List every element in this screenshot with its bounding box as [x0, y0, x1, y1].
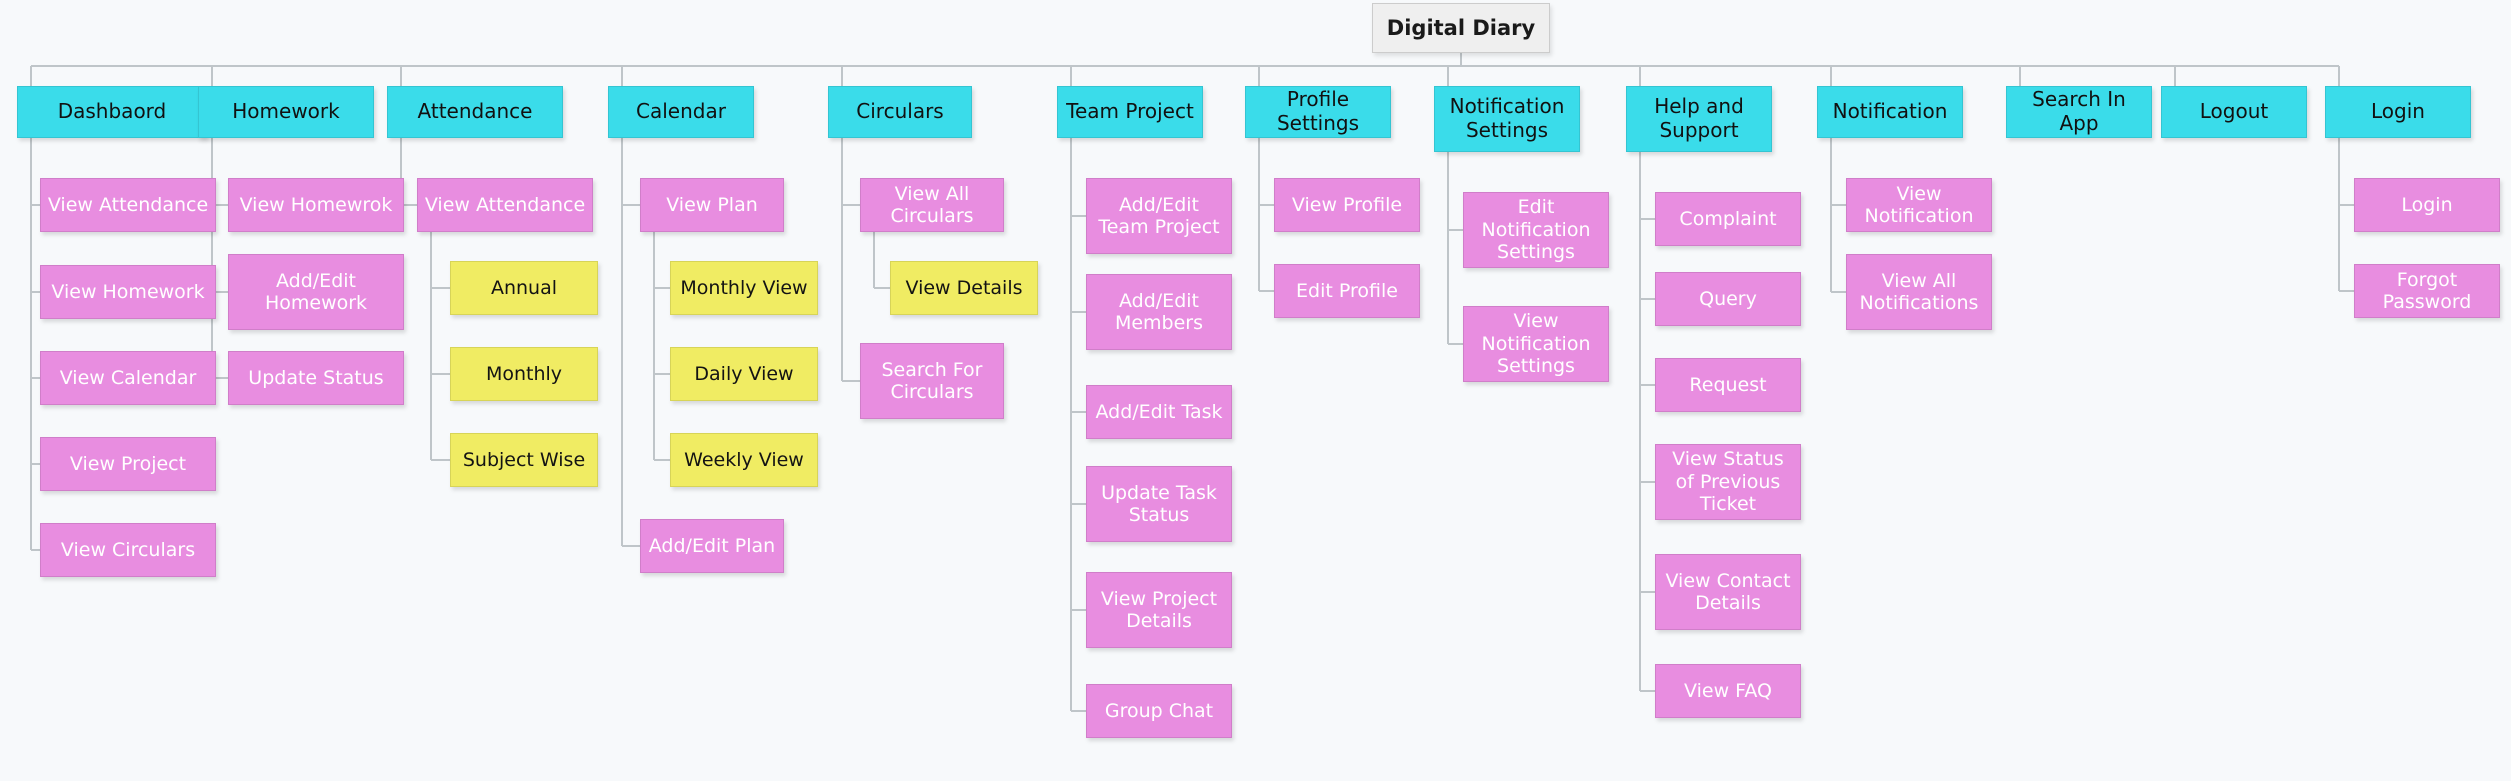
page-node-view-attendance[interactable]: View Attendance	[40, 178, 216, 232]
page-node-update-task-status[interactable]: Update Task Status	[1086, 466, 1232, 542]
page-node-view-project[interactable]: View Project	[40, 437, 216, 491]
page-node-view-attendance[interactable]: View Attendance	[417, 178, 593, 232]
page-node-request[interactable]: Request	[1655, 358, 1801, 412]
page-node-add-edit-homework[interactable]: Add/Edit Homework	[228, 254, 404, 330]
section-node-notification-settings[interactable]: Notification Settings	[1434, 86, 1580, 152]
page-node-search-for-circulars[interactable]: Search For Circulars	[860, 343, 1004, 419]
option-node-monthly-view[interactable]: Monthly View	[670, 261, 818, 315]
section-node-search-in-app[interactable]: Search In App	[2006, 86, 2152, 138]
page-node-view-project-details[interactable]: View Project Details	[1086, 572, 1232, 648]
page-node-query[interactable]: Query	[1655, 272, 1801, 326]
page-node-edit-notification-settings[interactable]: Edit Notification Settings	[1463, 192, 1609, 268]
section-node-team-project[interactable]: Team Project	[1057, 86, 1203, 138]
page-node-view-circulars[interactable]: View Circulars	[40, 523, 216, 577]
page-node-view-status-of-previous-ticket[interactable]: View Status of Previous Ticket	[1655, 444, 1801, 520]
page-node-view-all-notifications[interactable]: View All Notifications	[1846, 254, 1992, 330]
option-node-subject-wise[interactable]: Subject Wise	[450, 433, 598, 487]
option-node-view-details[interactable]: View Details	[890, 261, 1038, 315]
page-node-view-all-circulars[interactable]: View All Circulars	[860, 178, 1004, 232]
page-node-update-status[interactable]: Update Status	[228, 351, 404, 405]
section-node-login[interactable]: Login	[2325, 86, 2471, 138]
page-node-view-notification-settings[interactable]: View Notification Settings	[1463, 306, 1609, 382]
section-node-attendance[interactable]: Attendance	[387, 86, 563, 138]
page-node-add-edit-team-project[interactable]: Add/Edit Team Project	[1086, 178, 1232, 254]
section-node-logout[interactable]: Logout	[2161, 86, 2307, 138]
section-node-profile-settings[interactable]: Profile Settings	[1245, 86, 1391, 138]
page-node-view-homework[interactable]: View Homework	[40, 265, 216, 319]
section-node-circulars[interactable]: Circulars	[828, 86, 972, 138]
page-node-view-calendar[interactable]: View Calendar	[40, 351, 216, 405]
page-node-view-contact-details[interactable]: View Contact Details	[1655, 554, 1801, 630]
page-node-view-profile[interactable]: View Profile	[1274, 178, 1420, 232]
option-node-monthly[interactable]: Monthly	[450, 347, 598, 401]
section-node-dashbaord[interactable]: Dashbaord	[17, 86, 207, 138]
page-node-forgot-password[interactable]: Forgot Password	[2354, 264, 2500, 318]
page-node-view-homewrok[interactable]: View Homewrok	[228, 178, 404, 232]
option-node-weekly-view[interactable]: Weekly View	[670, 433, 818, 487]
section-node-notification[interactable]: Notification	[1817, 86, 1963, 138]
section-node-calendar[interactable]: Calendar	[608, 86, 754, 138]
option-node-annual[interactable]: Annual	[450, 261, 598, 315]
page-node-view-faq[interactable]: View FAQ	[1655, 664, 1801, 718]
page-node-add-edit-task[interactable]: Add/Edit Task	[1086, 385, 1232, 439]
page-node-view-plan[interactable]: View Plan	[640, 178, 784, 232]
page-node-view-notification[interactable]: View Notification	[1846, 178, 1992, 232]
page-node-edit-profile[interactable]: Edit Profile	[1274, 264, 1420, 318]
section-node-homework[interactable]: Homework	[198, 86, 374, 138]
page-node-add-edit-plan[interactable]: Add/Edit Plan	[640, 519, 784, 573]
page-node-group-chat[interactable]: Group Chat	[1086, 684, 1232, 738]
page-node-complaint[interactable]: Complaint	[1655, 192, 1801, 246]
option-node-daily-view[interactable]: Daily View	[670, 347, 818, 401]
section-node-help-and-support[interactable]: Help and Support	[1626, 86, 1772, 152]
page-node-login[interactable]: Login	[2354, 178, 2500, 232]
page-node-add-edit-members[interactable]: Add/Edit Members	[1086, 274, 1232, 350]
root-node-digital-diary[interactable]: Digital Diary	[1372, 3, 1550, 53]
